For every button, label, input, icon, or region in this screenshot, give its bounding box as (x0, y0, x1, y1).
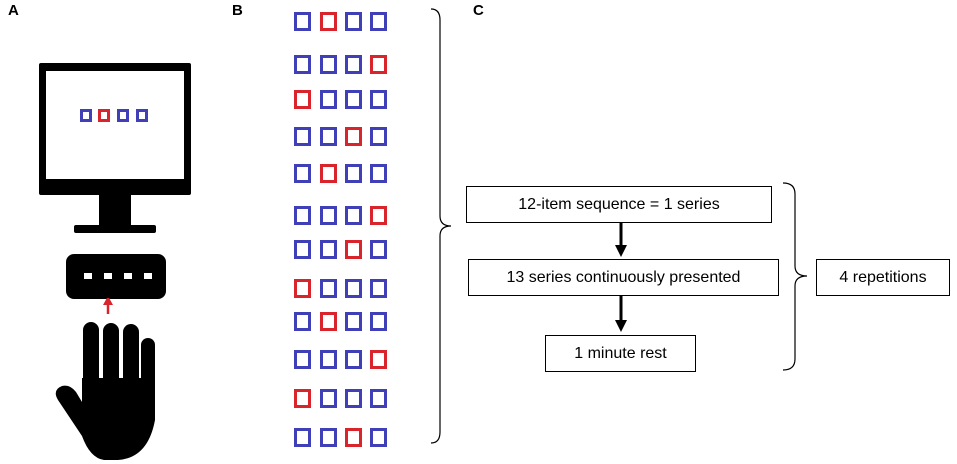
target-square (345, 127, 362, 146)
target-square (320, 164, 337, 183)
panel-label-b: B (232, 2, 243, 19)
continuous-series-box: 13 series continuously presented (468, 259, 779, 296)
square (320, 428, 337, 447)
monitor-square-blue (117, 109, 129, 122)
sequence-row (294, 240, 394, 260)
square (345, 12, 362, 31)
square (345, 206, 362, 225)
square (294, 127, 311, 146)
keypad-icon (66, 254, 166, 299)
keypad-key-4 (144, 273, 152, 279)
square (320, 279, 337, 298)
arrow-up-icon (103, 298, 113, 314)
square (320, 206, 337, 225)
panel-label-c: C (473, 2, 484, 19)
monitor-stand-base (74, 225, 156, 233)
square (320, 240, 337, 259)
sequence-row (294, 279, 394, 299)
square (294, 240, 311, 259)
target-square (345, 240, 362, 259)
square (345, 279, 362, 298)
square (370, 240, 387, 259)
monitor-square-blue (136, 109, 148, 122)
keypad-key-2 (104, 273, 112, 279)
sequence-row (294, 127, 394, 147)
square (370, 127, 387, 146)
rest-box: 1 minute rest (545, 335, 696, 372)
sequence-row (294, 389, 394, 409)
sequence-row (294, 164, 394, 184)
square (345, 164, 362, 183)
target-square (370, 350, 387, 369)
square (294, 55, 311, 74)
target-square (294, 90, 311, 109)
square (320, 350, 337, 369)
sequence-row (294, 206, 394, 226)
target-square (370, 206, 387, 225)
square (294, 428, 311, 447)
repetitions-box: 4 repetitions (816, 259, 950, 296)
target-square (294, 389, 311, 408)
keypad-key-3 (124, 273, 132, 279)
arrow-down-icon (615, 296, 627, 332)
square (294, 312, 311, 331)
square (320, 389, 337, 408)
square (345, 90, 362, 109)
series-box: 12-item sequence = 1 series (466, 186, 772, 223)
square (370, 279, 387, 298)
monitor-screen (46, 71, 184, 179)
sequence-row (294, 90, 394, 110)
square (370, 90, 387, 109)
computer-monitor-icon (39, 63, 191, 195)
square (370, 389, 387, 408)
arrow-down-icon (615, 223, 627, 257)
square (345, 312, 362, 331)
square (345, 350, 362, 369)
square (345, 389, 362, 408)
square (320, 55, 337, 74)
hand-icon (55, 298, 155, 460)
target-square (370, 55, 387, 74)
square (370, 312, 387, 331)
target-square (320, 312, 337, 331)
sequence-row (294, 12, 394, 32)
square (294, 164, 311, 183)
sequence-row (294, 428, 394, 448)
square (294, 350, 311, 369)
target-square (345, 428, 362, 447)
square (320, 90, 337, 109)
monitor-stand-neck (99, 195, 131, 227)
sequence-row (294, 55, 394, 75)
left-brace-icon (430, 8, 452, 444)
target-square (294, 279, 311, 298)
monitor-square-blue (80, 109, 92, 122)
target-square (320, 12, 337, 31)
sequence-row (294, 350, 394, 370)
right-brace-icon (782, 182, 808, 371)
square (370, 12, 387, 31)
panel-label-a: A (8, 2, 19, 19)
keypad-key-1 (84, 273, 92, 279)
square (320, 127, 337, 146)
square (370, 428, 387, 447)
square (294, 206, 311, 225)
sequence-row (294, 312, 394, 332)
monitor-square-red (98, 109, 110, 122)
square (345, 55, 362, 74)
square (294, 12, 311, 31)
square (370, 164, 387, 183)
